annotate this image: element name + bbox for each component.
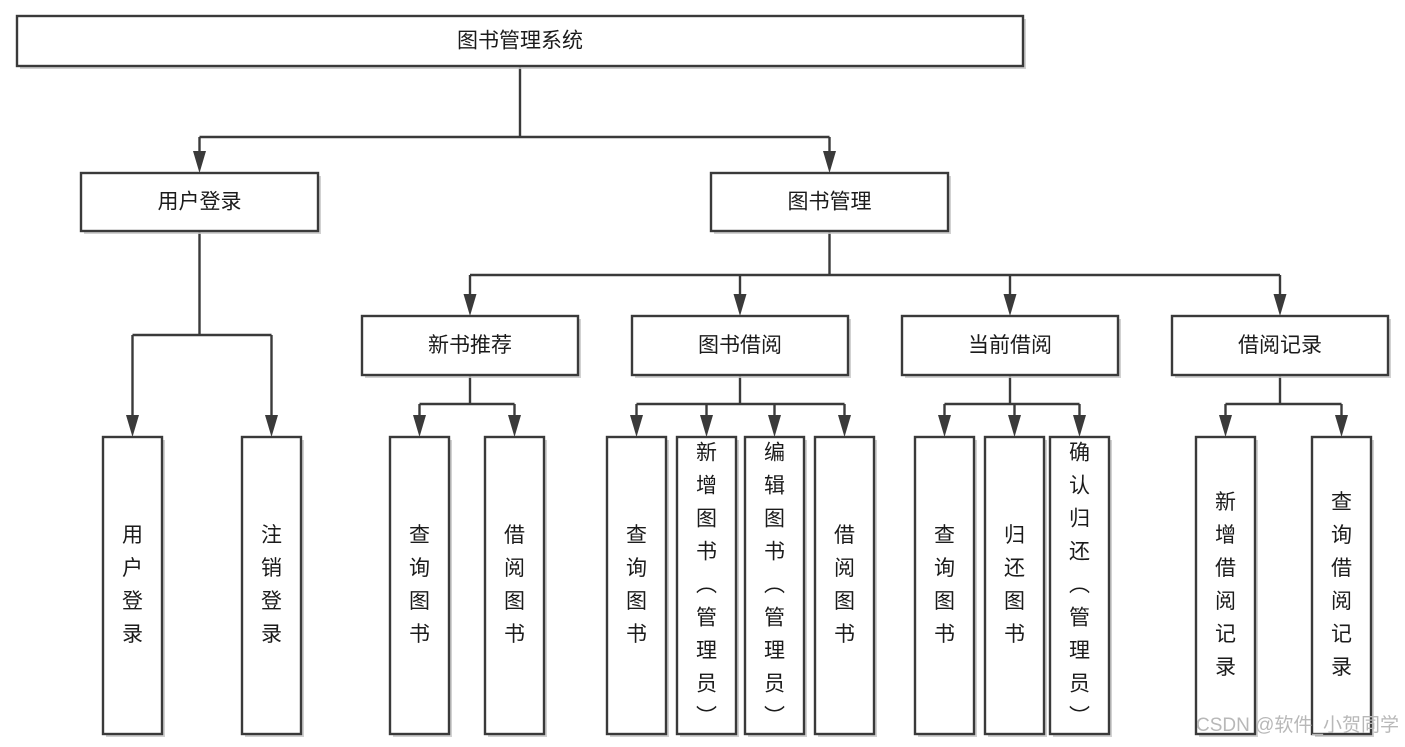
node-leaf-query-book-2[interactable]: 查询图书 bbox=[605, 435, 669, 737]
node-label: 新书推荐 bbox=[428, 334, 512, 357]
node-rect[interactable] bbox=[913, 435, 976, 736]
node-leaf-query-book-3[interactable]: 查询图书 bbox=[913, 435, 977, 737]
arrow-head-leaf-query-record bbox=[1335, 415, 1348, 437]
watermark-layer: CSDN @软件_小贺同学 bbox=[1196, 714, 1399, 736]
node-rect[interactable] bbox=[15, 14, 1025, 68]
node-rect[interactable] bbox=[360, 314, 580, 377]
node-rect[interactable] bbox=[483, 435, 546, 736]
node-rect[interactable] bbox=[743, 435, 806, 736]
node-label: 当前借阅 bbox=[968, 334, 1052, 357]
node-borrow-record[interactable]: 借阅记录 bbox=[1170, 314, 1391, 378]
node-rect[interactable] bbox=[630, 314, 850, 377]
node-label: 借阅记录 bbox=[1238, 334, 1322, 357]
node-rect[interactable] bbox=[813, 435, 876, 736]
node-rect[interactable] bbox=[709, 171, 950, 233]
node-label: 图书管理系统 bbox=[457, 30, 583, 53]
node-rect[interactable] bbox=[1170, 314, 1390, 377]
node-label: 编辑图书︵管理员︶ bbox=[764, 441, 785, 728]
node-rect[interactable] bbox=[1310, 435, 1373, 736]
arrow-head-borrow-record bbox=[1273, 294, 1287, 316]
node-label: 用户登录 bbox=[158, 191, 242, 214]
arrow-head-leaf-query-book-3 bbox=[938, 415, 951, 437]
node-leaf-borrow-book-2[interactable]: 借阅图书 bbox=[813, 435, 877, 737]
node-rect[interactable] bbox=[1048, 435, 1111, 736]
arrow-head-book-borrow bbox=[733, 294, 747, 316]
arrow-head-leaf-query-book-2 bbox=[630, 415, 643, 437]
node-leaf-return-book[interactable]: 归还图书 bbox=[983, 435, 1047, 737]
node-label: 借阅图书 bbox=[834, 524, 855, 646]
arrow-head-current-borrow bbox=[1003, 294, 1017, 316]
node-rect[interactable] bbox=[675, 435, 738, 736]
node-layer: 图书管理系统用户登录图书管理新书推荐图书借阅当前借阅借阅记录用户登录注销登录查询… bbox=[15, 14, 1391, 737]
node-book-borrow[interactable]: 图书借阅 bbox=[630, 314, 851, 378]
node-leaf-edit-book[interactable]: 编辑图书︵管理员︶ bbox=[743, 435, 807, 737]
node-leaf-query-record[interactable]: 查询借阅记录 bbox=[1310, 435, 1374, 737]
node-root[interactable]: 图书管理系统 bbox=[15, 14, 1026, 69]
arrow-head-user-login bbox=[193, 151, 206, 173]
arrow-head-new-book-rec bbox=[463, 294, 477, 316]
node-label: 用户登录 bbox=[122, 524, 143, 646]
node-label: 新增图书︵管理员︶ bbox=[696, 441, 717, 728]
connector-layer bbox=[126, 66, 1348, 437]
node-rect[interactable] bbox=[79, 171, 320, 233]
arrow-head-leaf-query-book-1 bbox=[413, 415, 426, 437]
node-label: 图书借阅 bbox=[698, 334, 782, 357]
node-leaf-add-book[interactable]: 新增图书︵管理员︶ bbox=[675, 435, 739, 737]
node-rect[interactable] bbox=[1194, 435, 1257, 736]
node-current-borrow[interactable]: 当前借阅 bbox=[900, 314, 1121, 378]
arrow-head-leaf-borrow-book-1 bbox=[508, 415, 521, 437]
node-rect[interactable] bbox=[388, 435, 451, 736]
node-label: 新增借阅记录 bbox=[1215, 491, 1236, 679]
arrow-head-leaf-edit-book bbox=[768, 415, 781, 437]
node-user-login[interactable]: 用户登录 bbox=[79, 171, 321, 234]
node-rect[interactable] bbox=[605, 435, 668, 736]
csdn-watermark: CSDN @软件_小贺同学 bbox=[1196, 714, 1399, 736]
node-rect[interactable] bbox=[983, 435, 1046, 736]
node-label: 确认归还︵管理员︶ bbox=[1069, 441, 1090, 728]
node-leaf-borrow-book-1[interactable]: 借阅图书 bbox=[483, 435, 547, 737]
arrow-head-book-manage bbox=[823, 151, 836, 173]
node-leaf-logout[interactable]: 注销登录 bbox=[240, 435, 304, 737]
node-leaf-user-login[interactable]: 用户登录 bbox=[101, 435, 165, 737]
arrow-head-leaf-confirm-return bbox=[1073, 415, 1086, 437]
node-rect[interactable] bbox=[101, 435, 164, 736]
node-label: 查询图书 bbox=[626, 524, 647, 646]
node-leaf-query-book-1[interactable]: 查询图书 bbox=[388, 435, 452, 737]
node-label: 注销登录 bbox=[261, 524, 282, 646]
node-label: 查询图书 bbox=[934, 524, 955, 646]
node-new-book-rec[interactable]: 新书推荐 bbox=[360, 314, 581, 378]
node-label: 归还图书 bbox=[1004, 524, 1025, 646]
node-rect[interactable] bbox=[900, 314, 1120, 377]
node-label: 图书管理 bbox=[788, 191, 872, 214]
node-label: 查询图书 bbox=[409, 524, 430, 646]
arrow-head-leaf-add-record bbox=[1219, 415, 1232, 437]
node-leaf-confirm-return[interactable]: 确认归还︵管理员︶ bbox=[1048, 435, 1112, 737]
node-leaf-add-record[interactable]: 新增借阅记录 bbox=[1194, 435, 1258, 737]
arrow-head-leaf-logout bbox=[265, 415, 278, 437]
node-book-manage[interactable]: 图书管理 bbox=[709, 171, 951, 234]
node-rect[interactable] bbox=[240, 435, 303, 736]
arrow-head-leaf-borrow-book-2 bbox=[838, 415, 851, 437]
node-label: 借阅图书 bbox=[504, 524, 525, 646]
arrow-head-leaf-add-book bbox=[700, 415, 713, 437]
arrow-head-leaf-user-login bbox=[126, 415, 139, 437]
arrow-head-leaf-return-book bbox=[1008, 415, 1021, 437]
node-label: 查询借阅记录 bbox=[1331, 491, 1352, 679]
